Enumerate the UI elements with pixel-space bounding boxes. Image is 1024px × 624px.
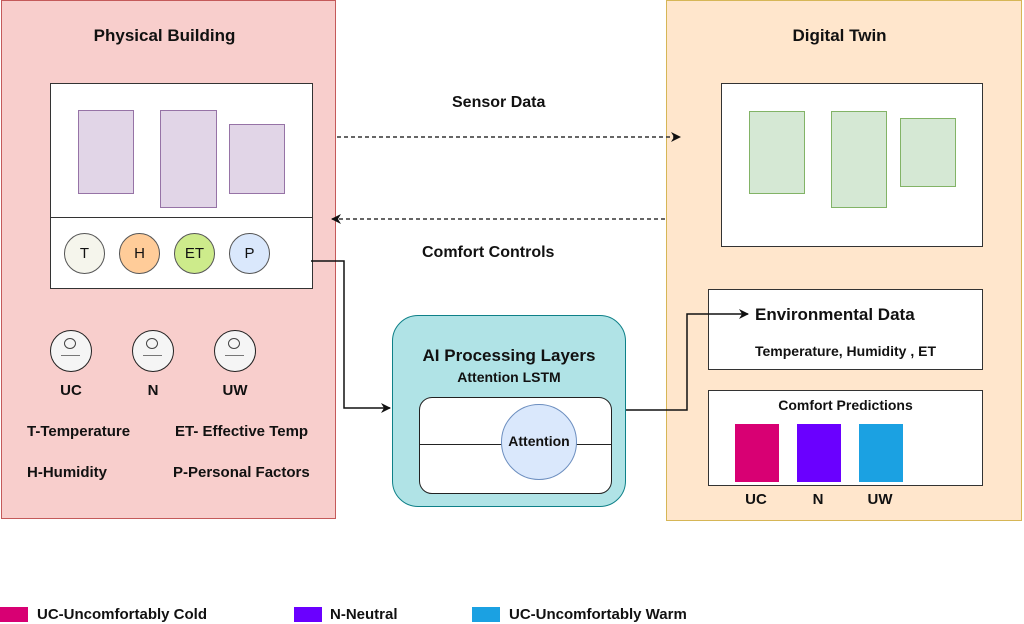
prediction-label-n: N (812, 491, 824, 508)
digital-twin-title: Digital Twin (792, 26, 887, 45)
physical-building-title: Physical Building (93, 26, 236, 45)
environmental-data-box: Environmental Data Temperature, Humidity… (708, 289, 983, 370)
virtual-room-block (749, 111, 805, 194)
sensor-label: H (134, 245, 145, 262)
abbrev-effective-temp: ET- Effective Temp (175, 423, 309, 440)
prediction-label-uc: UC (745, 491, 767, 508)
occupant-label-uw: UW (222, 382, 248, 399)
legend-label-uc: UC-Uncomfortably Cold (37, 606, 207, 623)
legend-label-n: N-Neutral (330, 606, 398, 623)
legend-swatch-uc (0, 607, 28, 622)
lstm-layer-box: Attention (419, 397, 612, 494)
ai-processing-subtitle: Attention LSTM (457, 369, 561, 385)
environmental-data-subtitle: Temperature, Humidity , ET (755, 343, 936, 359)
abbrev-personal-factors: P-Personal Factors (173, 464, 310, 481)
comfort-controls-label: Comfort Controls (422, 244, 555, 261)
building-floorplan-box: T H ET P (50, 83, 313, 289)
person-head-icon (64, 338, 76, 349)
prediction-bar-uc (735, 424, 779, 482)
attention-node (501, 404, 577, 480)
legend-swatch-n (294, 607, 322, 622)
abbrev-humidity: H-Humidity (27, 464, 107, 481)
box-divider (51, 217, 312, 218)
sensor-effective-temp: ET (174, 233, 215, 274)
legend-label-uw: UC-Uncomfortably Warm (509, 606, 687, 623)
prediction-label-uw: UW (867, 491, 893, 508)
sensor-label: P (244, 245, 255, 262)
occupant-icon (132, 330, 174, 372)
sensor-label: ET (184, 245, 205, 262)
attention-label: Attention (508, 433, 570, 449)
ai-processing-box: AI Processing Layers Attention LSTM Atte… (392, 315, 626, 507)
prediction-bar-n (797, 424, 841, 482)
sensor-personal-factors: P (229, 233, 270, 274)
person-head-icon (146, 338, 158, 349)
sensor-temperature: T (64, 233, 105, 274)
twin-floorplan-box (721, 83, 983, 247)
occupant-label-uc: UC (60, 382, 82, 399)
prediction-bar-uw (859, 424, 903, 482)
virtual-room-block (900, 118, 956, 187)
environmental-data-title: Environmental Data (755, 305, 915, 324)
comfort-predictions-title: Comfort Predictions (778, 397, 913, 413)
legend-swatch-uw (472, 607, 500, 622)
room-block (229, 124, 285, 194)
room-block (78, 110, 134, 194)
digital-twin-panel: Digital Twin Environmental Data Temperat… (666, 0, 1022, 521)
comfort-predictions-box: Comfort Predictions (708, 390, 983, 486)
occupant-label-n: N (147, 382, 159, 399)
room-block (160, 110, 217, 208)
ai-processing-title: AI Processing Layers (422, 346, 596, 365)
abbrev-temperature: T-Temperature (27, 423, 131, 440)
person-body-icon (225, 355, 244, 356)
occupant-icon (214, 330, 256, 372)
person-body-icon (61, 355, 80, 356)
occupant-icon (50, 330, 92, 372)
sensor-label: T (79, 245, 90, 262)
person-body-icon (143, 355, 162, 356)
legend: UC-Uncomfortably Cold N-Neutral UC-Uncom… (0, 606, 1024, 624)
virtual-room-block (831, 111, 887, 208)
sensor-humidity: H (119, 233, 160, 274)
person-head-icon (228, 338, 240, 349)
physical-building-panel: Physical Building T H ET P UC N UW T-Tem… (1, 0, 336, 519)
sensor-data-label: Sensor Data (452, 94, 546, 111)
